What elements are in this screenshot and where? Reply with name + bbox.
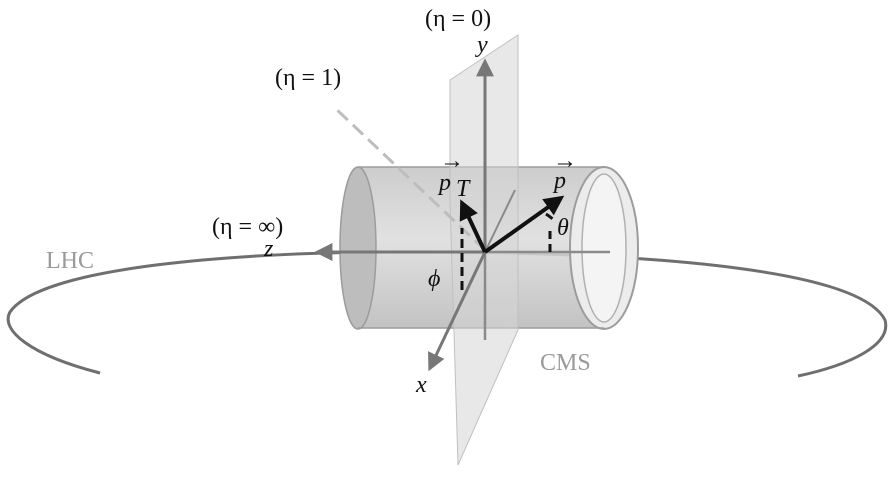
momentum-vector [483,195,565,254]
x-axis [428,251,487,372]
phi-label: ϕ [428,266,440,292]
eta-infinity-label: (η = ∞) [212,214,283,240]
eta-zero-label: (η = 0) [425,6,491,32]
x-axis-back [484,189,516,253]
eta-one-label: (η = 1) [275,65,341,91]
y-axis-label: y [475,32,488,58]
pt-subscript: T [456,176,471,202]
pt-label: p [437,170,451,196]
cms-label: CMS [540,350,591,376]
lhc-label: LHC [46,248,94,274]
eta-one-line [333,106,487,252]
x-axis-label: x [415,372,427,398]
momentum-label: p [552,168,566,194]
momentum-arrow-mark: → [553,148,577,174]
z-axis-label: z [263,236,274,262]
theta-label: θ [557,215,569,241]
pt-vector [459,199,487,253]
pt-arrow-mark: → [440,148,464,174]
theta-angle-arc [545,212,558,252]
